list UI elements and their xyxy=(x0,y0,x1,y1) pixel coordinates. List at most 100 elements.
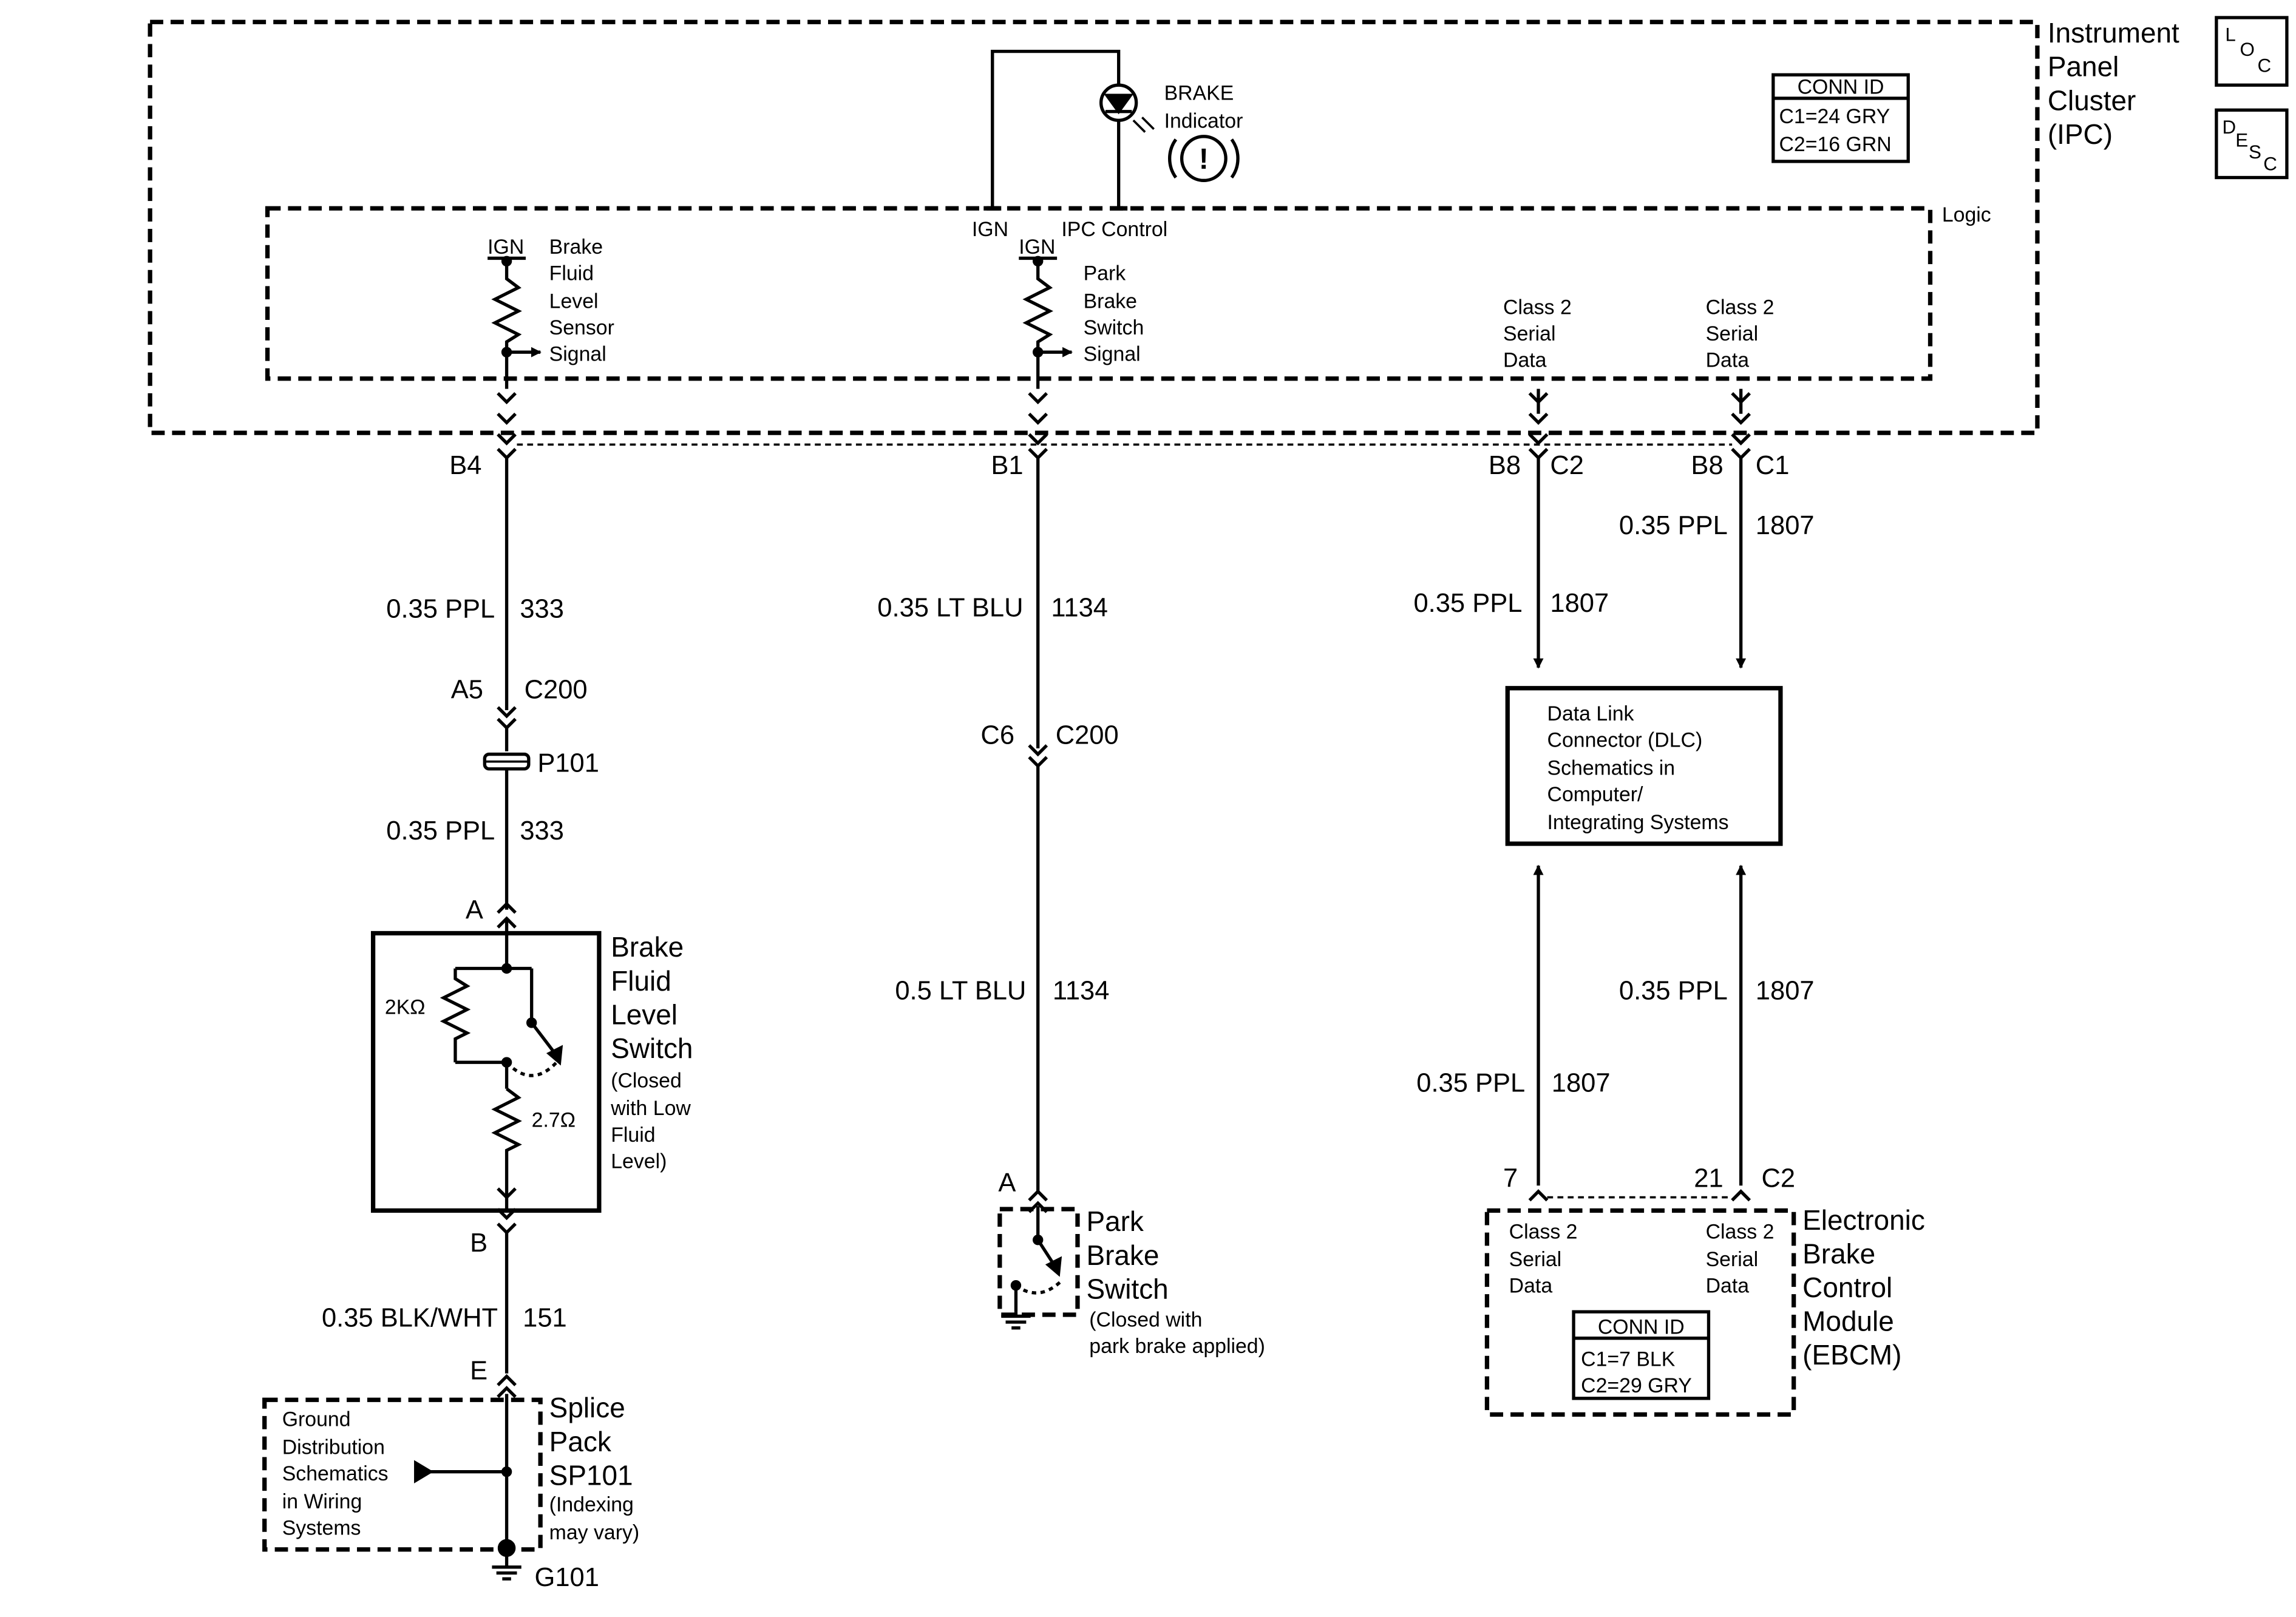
park-signal-line-3: Switch xyxy=(1084,316,1144,339)
ipc-conn-id-title: CONN ID xyxy=(1798,76,1884,99)
wire-151-circuit: 151 xyxy=(523,1303,567,1332)
dlc-line-2: Connector (DLC) xyxy=(1547,728,1703,751)
brake-fluid-level-switch-name-4: Switch xyxy=(611,1032,693,1064)
wire-333-bottom-circuit: 333 xyxy=(520,816,564,846)
park-switch-note-1: (Closed with xyxy=(1089,1308,1202,1331)
desc-icon-s: S xyxy=(2249,141,2261,163)
wire-333-top-gauge: 0.35 PPL xyxy=(386,595,495,624)
splice-pack-sp101[interactable] xyxy=(262,1397,543,1552)
ipc-serial-left-line-3: Data xyxy=(1503,348,1547,371)
loc-icon-o: O xyxy=(2240,39,2255,60)
wire-1134-bottom-gauge: 0.5 LT BLU xyxy=(895,976,1026,1005)
ebcm-pin-21: 21 xyxy=(1694,1164,1723,1193)
fluid-switch-note-3: Fluid xyxy=(611,1124,655,1147)
park-brake-switch[interactable] xyxy=(997,1207,1080,1317)
splice-pack-note-2: may vary) xyxy=(549,1521,639,1544)
loc-icon[interactable] xyxy=(2215,16,2289,87)
logic-label: Logic xyxy=(1942,203,1991,226)
desc-icon[interactable] xyxy=(2215,108,2289,180)
fluid-switch-pin-b: B xyxy=(470,1229,487,1258)
park-switch-pin-a: A xyxy=(998,1168,1016,1198)
ebcm-serial-left-line-2: Serial xyxy=(1509,1248,1561,1271)
park-signal-line-2: Brake xyxy=(1084,290,1137,313)
pin-b1: B1 xyxy=(991,451,1023,480)
ipc-control-label: IPC Control xyxy=(1061,218,1167,241)
park-switch-note-2: park brake applied) xyxy=(1089,1335,1265,1358)
fluid-signal-line-3: Level xyxy=(549,290,599,313)
ipc-conn-id-c1: C1=24 GRY xyxy=(1779,105,1890,128)
splice-p101-label: P101 xyxy=(537,749,599,778)
ipc-serial-right-line-1: Class 2 xyxy=(1706,296,1775,319)
wire-333-top-circuit: 333 xyxy=(520,595,564,624)
fluid-switch-note-2: with Low xyxy=(610,1097,691,1120)
fluid-level-signal-resistor xyxy=(487,256,542,389)
ebcm-name-3: Control xyxy=(1802,1272,1892,1303)
brake-indicator-label-2: Indicator xyxy=(1164,109,1243,132)
wire-1807-upper-right-circuit: 1807 xyxy=(1756,511,1815,540)
ign-fluid-label: IGN xyxy=(487,236,524,259)
park-brake-switch-name-2: Brake xyxy=(1086,1239,1159,1271)
dlc-box[interactable] xyxy=(1505,686,1783,846)
brake-fluid-level-switch[interactable] xyxy=(370,931,602,1213)
fluid-signal-line-1: Brake xyxy=(549,236,603,259)
ebcm-connector-c2: C2 xyxy=(1761,1164,1795,1193)
fluid-switch-r2-label: 2.7Ω xyxy=(532,1109,576,1132)
ebcm-pin-7: 7 xyxy=(1503,1164,1518,1193)
ipc-name-line-4: (IPC) xyxy=(2048,118,2113,150)
wire-1134-top-gauge: 0.35 LT BLU xyxy=(877,593,1023,622)
ipc-name-line-3: Cluster xyxy=(2048,84,2136,116)
park-signal-line-4: Signal xyxy=(1084,343,1141,366)
park-brake-ground-symbol xyxy=(1001,1312,1031,1330)
wire-333-bottom-gauge: 0.35 PPL xyxy=(386,816,495,846)
desc-icon-e: E xyxy=(2235,130,2248,151)
ground-dist-line-4: in Wiring xyxy=(282,1490,362,1513)
ebcm-name-1: Electronic xyxy=(1802,1204,1925,1236)
ebcm-name-4: Module xyxy=(1802,1306,1894,1337)
wire-1807-lower-right-gauge: 0.35 PPL xyxy=(1619,976,1728,1005)
pin-b4: B4 xyxy=(449,451,481,480)
ebcm-conn-id-title: CONN ID xyxy=(1598,1315,1685,1338)
ebcm-name-5: (EBCM) xyxy=(1802,1339,1901,1371)
ebcm-name-2: Brake xyxy=(1802,1238,1875,1269)
desc-icon-c: C xyxy=(2263,153,2277,174)
fluid-signal-line-4: Sensor xyxy=(549,316,614,339)
pin-c1: C1 xyxy=(1756,451,1790,480)
ebcm-serial-right-line-1: Class 2 xyxy=(1706,1220,1775,1243)
wire-1807-lower-left-gauge: 0.35 PPL xyxy=(1416,1069,1525,1098)
ign-park-label: IGN xyxy=(1019,236,1055,259)
splice-pack-name-2: Pack xyxy=(549,1426,612,1457)
ebcm-conn-id-c1: C1=7 BLK xyxy=(1581,1348,1676,1371)
splice-pack-pin-e: E xyxy=(470,1356,487,1385)
park-brake-switch-name-1: Park xyxy=(1086,1205,1144,1237)
splice-pack-name-1: Splice xyxy=(549,1392,625,1423)
ign-lamp-label: IGN xyxy=(972,218,1008,241)
wire-1134-top-circuit: 1134 xyxy=(1051,593,1108,622)
fluid-signal-line-5: Signal xyxy=(549,343,606,366)
ebcm-module[interactable] xyxy=(1484,1208,1796,1417)
wire-1807-upper-left-circuit: 1807 xyxy=(1550,589,1609,618)
fluid-switch-pin-a: A xyxy=(466,895,483,924)
ground-dist-line-2: Distribution xyxy=(282,1436,385,1459)
park-brake-signal-resistor xyxy=(1019,256,1073,389)
fluid-signal-line-2: Fluid xyxy=(549,262,594,285)
brake-warning-icon xyxy=(1167,135,1240,183)
ipc-name-line-2: Panel xyxy=(2048,51,2119,83)
ipc-serial-left-line-2: Serial xyxy=(1503,322,1555,345)
pin-c2: C2 xyxy=(1550,451,1584,480)
fluid-switch-r1-label: 2KΩ xyxy=(385,995,426,1019)
c200-pin-c6: C6 xyxy=(980,721,1014,750)
park-brake-switch-name-3: Switch xyxy=(1086,1273,1168,1304)
park-signal-line-1: Park xyxy=(1084,262,1126,285)
ipc-serial-right-line-2: Serial xyxy=(1706,322,1759,345)
ebcm-serial-left-line-1: Class 2 xyxy=(1509,1220,1578,1243)
loc-icon-l: L xyxy=(2225,24,2235,46)
ipc-name-line-1: Instrument xyxy=(2048,17,2179,49)
ipc-conn-id-c2: C2=16 GRN xyxy=(1779,133,1891,156)
ipc-logic-outline xyxy=(265,206,1933,381)
ebcm-serial-left-line-3: Data xyxy=(1509,1275,1553,1298)
splice-pack-note-1: (Indexing xyxy=(549,1493,634,1516)
brake-indicator-label-1: BRAKE xyxy=(1164,81,1234,104)
ipc-serial-right-line-3: Data xyxy=(1706,348,1750,371)
pin-b8-left: B8 xyxy=(1489,451,1521,480)
wire-1807-upper-right-gauge: 0.35 PPL xyxy=(1619,511,1728,540)
